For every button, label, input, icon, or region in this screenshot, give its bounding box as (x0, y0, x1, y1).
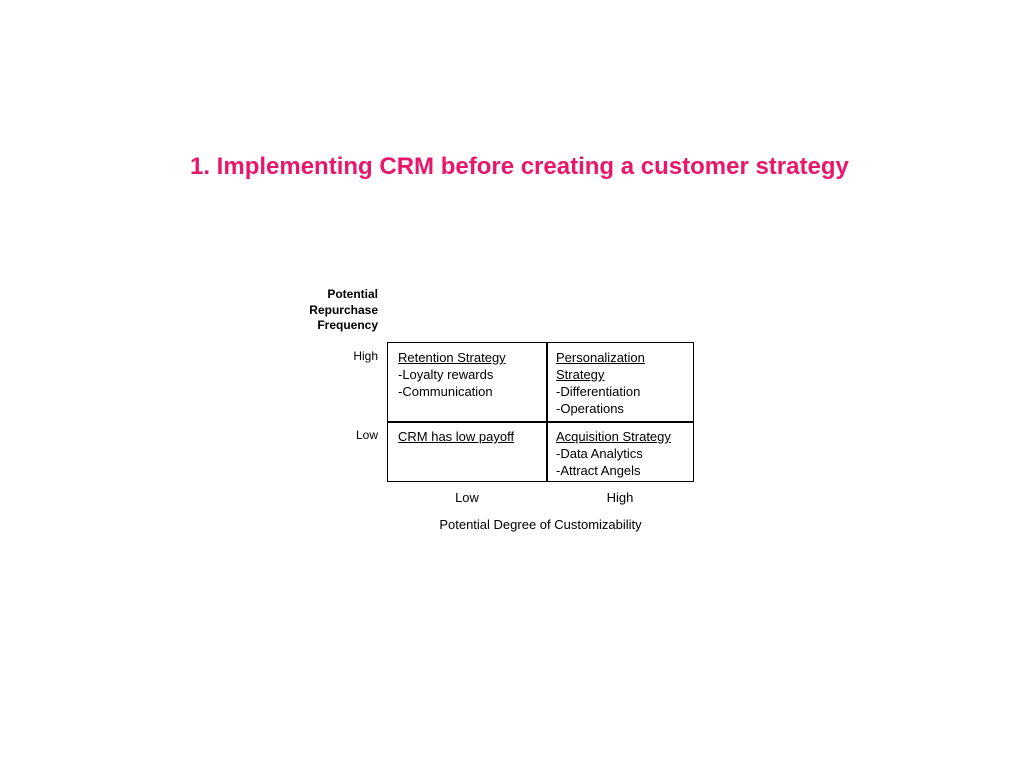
y-axis-title-line: Repurchase (309, 302, 378, 317)
cell-personalization-strategy: Personalization Strategy -Differentiatio… (546, 343, 694, 422)
x-axis-title: Potential Degree of Customizability (439, 517, 642, 532)
col-label-high: High (606, 490, 634, 505)
slide-title: 1. Implementing CRM before creating a cu… (190, 153, 849, 180)
y-axis-title-line: Frequency (317, 318, 378, 332)
cell-heading: Strategy (556, 367, 605, 382)
cell-item: -Communication (398, 384, 493, 399)
cell-item: -Operations (556, 401, 624, 416)
cell-retention-strategy: Retention Strategy -Loyalty rewards -Com… (388, 343, 546, 422)
y-axis-title-line: Potential (327, 287, 378, 301)
row-label-high: High (353, 349, 378, 363)
matrix-horizontal-divider (388, 421, 693, 423)
matrix-vertical-divider (546, 343, 548, 481)
cell-heading: Retention Strategy (398, 350, 506, 365)
cell-crm-low-payoff: CRM has low payoff (388, 422, 546, 482)
cell-item: -Loyalty rewards (398, 367, 494, 382)
strategy-matrix: Retention Strategy -Loyalty rewards -Com… (387, 342, 694, 482)
col-label-low: Low (455, 490, 479, 505)
cell-item: -Attract Angels (556, 463, 641, 478)
cell-acquisition-strategy: Acquisition Strategy -Data Analytics -At… (546, 422, 694, 482)
cell-item: -Differentiation (556, 384, 641, 399)
cell-heading: Acquisition Strategy (556, 429, 671, 444)
cell-item: -Data Analytics (556, 446, 643, 461)
y-axis-title: Potential Repurchase Frequency (280, 287, 378, 334)
cell-heading: Personalization (556, 350, 645, 365)
row-label-low: Low (355, 428, 378, 442)
cell-heading: CRM has low payoff (398, 429, 515, 444)
